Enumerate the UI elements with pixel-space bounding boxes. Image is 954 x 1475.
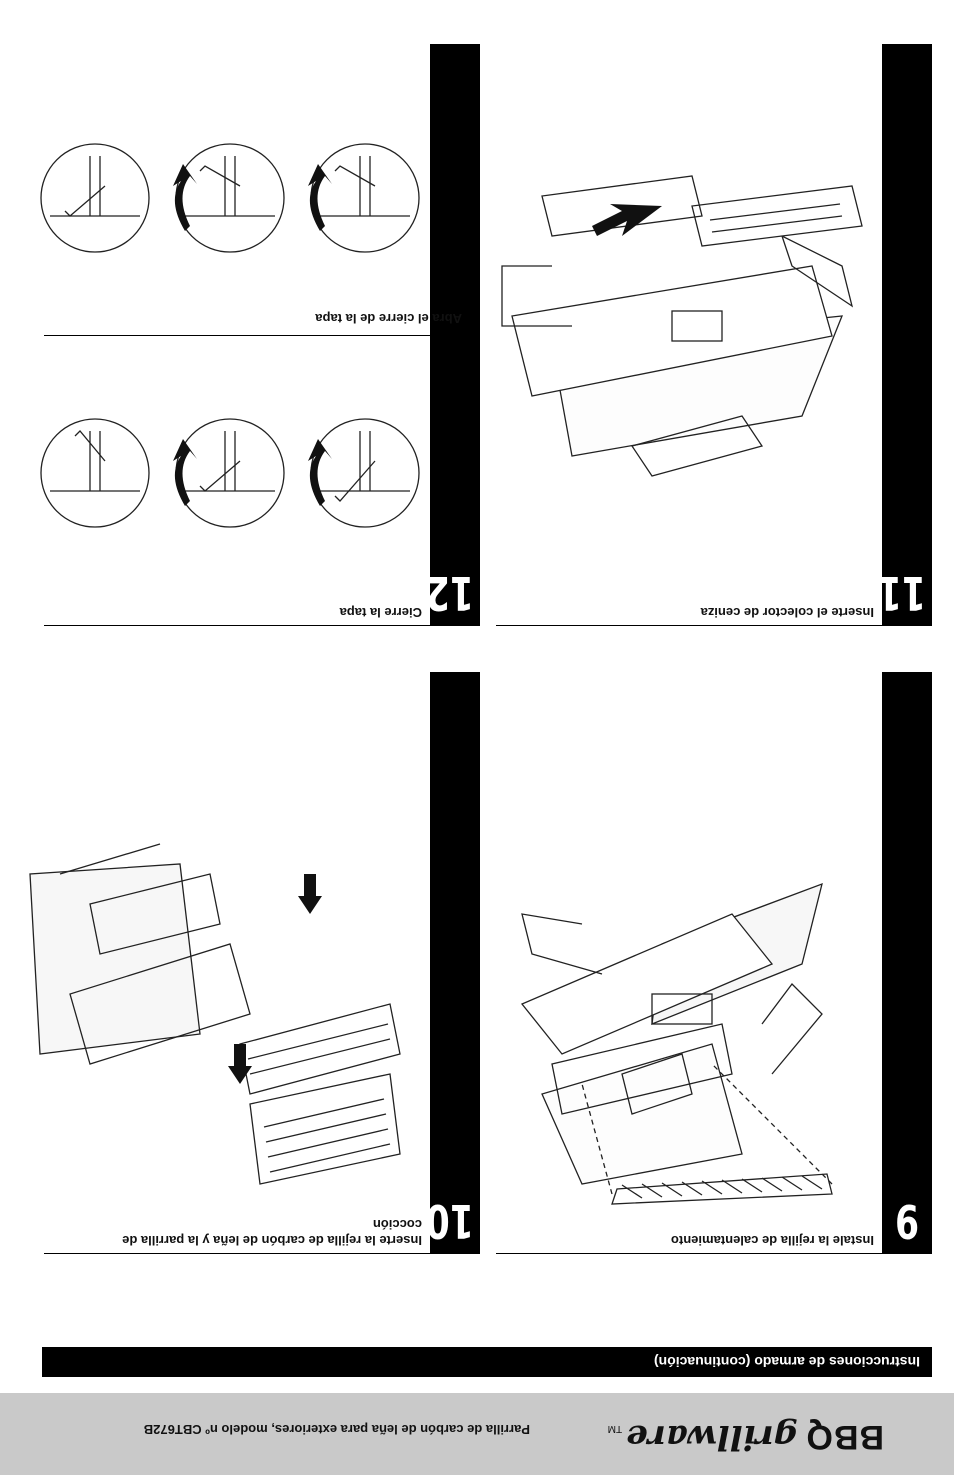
step-number-bar: 10 (425, 672, 480, 1254)
sub-step-rule (44, 335, 480, 336)
step-title: Inserte la rejilla de carbón de leña y l… (122, 1217, 422, 1248)
step-number: 10 (425, 1194, 474, 1248)
logo-grillware: grillware (626, 1417, 798, 1457)
rotate-arrow-icon (308, 164, 332, 231)
step-number-bar: 9 (882, 672, 932, 1254)
step-9-panel: 9 Instale la rejilla de calentamiento (496, 672, 932, 1254)
logo-trademark: TM (607, 1423, 623, 1434)
open-latch-illustration (40, 143, 420, 253)
close-lid-illustration (40, 418, 420, 528)
model-description: Parrilla de carbón de leña para exterior… (143, 1422, 530, 1437)
up-arrow-icon (228, 1044, 252, 1084)
step-rule (496, 1253, 882, 1254)
step-rule (44, 625, 430, 626)
step-10-panel: 10 Inserte la rejilla de carbón de leña … (29, 672, 480, 1254)
rotate-arrow-icon (308, 439, 332, 506)
warming-rack-illustration (520, 882, 833, 1205)
step-number-bar: 11 (877, 44, 932, 626)
logo-bbq: BBQ (805, 1418, 884, 1456)
step-title: Inserte el colector de ceniza (700, 605, 874, 620)
charcoal-grate-illustration (29, 843, 401, 1185)
insert-arrow-icon (592, 204, 662, 236)
step-rule (496, 625, 882, 626)
step-number: 12 (425, 566, 474, 620)
step-title: Cierre la tapa (339, 605, 422, 620)
ash-pan-illustration (501, 175, 863, 477)
step-title: Instale la rejilla de calentamiento (670, 1233, 874, 1248)
page-footer: BBQ grillware TM Parrilla de carbón de l… (0, 1393, 954, 1475)
up-arrow-icon (298, 874, 322, 914)
bbq-grillware-logo: BBQ grillware TM (608, 1417, 884, 1457)
step-11-panel: 11 Inserte el colector de ceniza (496, 44, 932, 626)
section-title: Instrucciones de armado (continuación) (42, 1347, 932, 1377)
rotate-arrow-icon (173, 164, 197, 231)
rotate-arrow-icon (173, 439, 197, 506)
step-12-panel: 12 Cierre la tapa Abra el cierre de la t… (40, 44, 480, 626)
step-number: 11 (877, 566, 926, 620)
step-rule (44, 1253, 430, 1254)
step-number: 9 (895, 1194, 920, 1248)
sub-step-title: Abra el cierre de la tapa (315, 311, 462, 326)
